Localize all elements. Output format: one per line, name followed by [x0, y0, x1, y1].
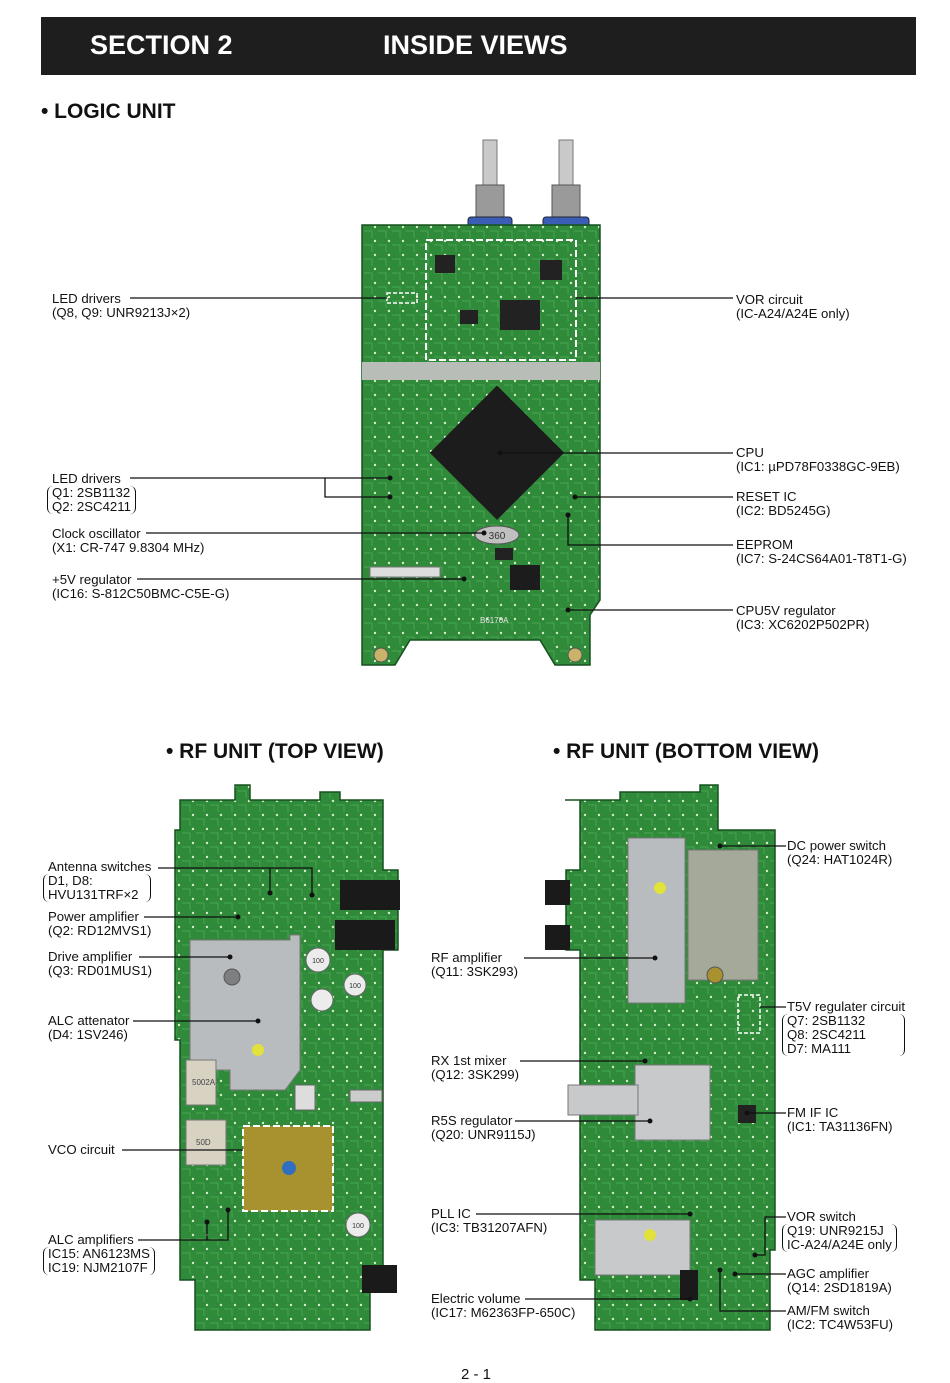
label-vor-circuit: VOR circuit (IC-A24/A24E only) — [736, 292, 850, 321]
rf-bottom-board — [545, 784, 776, 1331]
page-number: 2 - 1 — [461, 1366, 492, 1383]
rf-top-heading: • RF UNIT (TOP VIEW) — [166, 740, 384, 763]
label-rf-amplifier: RF amplifier (Q11: 3SK293) — [431, 950, 518, 979]
label-drive-amplifier: Drive amplifier (Q3: RD01MUS1) — [48, 949, 153, 978]
cap3-marking: 100 — [352, 1223, 364, 1230]
label-am-fm-switch: AM/FM switch (IC2: TC4W53FU) — [787, 1303, 894, 1332]
label-antenna-switches: Antenna switches D1, D8:HVU131TRF×2 — [43, 860, 152, 902]
rf-top-board: 5002A 50D 100 100 100 — [174, 784, 400, 1331]
crystal-marking: 360 — [489, 531, 506, 542]
label-vco-circuit: VCO circuit — [48, 1142, 115, 1157]
label-reset-ic: RESET IC (IC2: BD5245G) — [736, 489, 831, 518]
label-power-amplifier: Power amplifier (Q2: RD12MVS1) — [48, 909, 152, 938]
label-cpu5v-regulator: CPU5V regulator (IC3: XC6202P502PR) — [736, 603, 870, 632]
section-title: INSIDE VIEWS — [383, 30, 568, 60]
section-number: SECTION 2 — [90, 30, 233, 60]
section-header: SECTION 2 INSIDE VIEWS — [41, 17, 916, 75]
block1-marking: 5002A — [192, 1078, 216, 1087]
rf-bottom-leader-dots — [642, 843, 758, 1302]
label-eeprom: EEPROM (IC7: S-24CS64A01-T8T1-G) — [736, 537, 907, 566]
board-code: B6170A — [480, 616, 509, 625]
label-5v-regulator: +5V regulator (IC16: S-812C50BMC-C5E-G) — [52, 572, 230, 601]
rf-bottom-heading: • RF UNIT (BOTTOM VIEW) — [553, 740, 819, 763]
rf-top-leader-dots — [204, 890, 315, 1225]
label-alc-attenator: ALC attenator (D4: 1SV246) — [48, 1013, 130, 1042]
cap1-marking: 100 — [312, 958, 324, 965]
block2-marking: 50D — [196, 1138, 211, 1147]
label-dc-power-switch: DC power switch (Q24: HAT1024R) — [787, 838, 893, 867]
label-clock-oscillator: Clock oscillator (X1: CR-747 9.8304 MHz) — [52, 526, 205, 555]
label-electric-volume: Electric volume (IC17: M62363FP-650C) — [431, 1291, 576, 1320]
label-fm-if-ic: FM IF IC (IC1: TA31136FN) — [787, 1105, 893, 1134]
label-led-drivers-q8-q9: LED drivers (Q8, Q9: UNR9213J×2) — [52, 291, 191, 320]
logic-leader-dots — [387, 450, 578, 613]
rf-top-leader-lines — [122, 867, 313, 1241]
label-pll-ic: PLL IC (IC3: TB31207AFN) — [431, 1206, 548, 1235]
logic-unit-heading: • LOGIC UNIT — [41, 100, 176, 123]
label-cpu: CPU (IC1: µPD78F0338GC-9EB) — [736, 445, 900, 474]
logic-unit-board: 360 B6170A — [361, 139, 601, 666]
cap2-marking: 100 — [349, 983, 361, 990]
label-r5s-regulator: R5S regulator (Q20: UNR9115J) — [431, 1113, 536, 1142]
rf-bottom-leader-lines — [476, 845, 786, 1312]
logic-leader-lines — [130, 297, 733, 611]
label-agc-amplifier: AGC amplifier (Q14: 2SD1819A) — [787, 1266, 892, 1295]
label-rx-1st-mixer: RX 1st mixer (Q12: 3SK299) — [431, 1053, 519, 1082]
